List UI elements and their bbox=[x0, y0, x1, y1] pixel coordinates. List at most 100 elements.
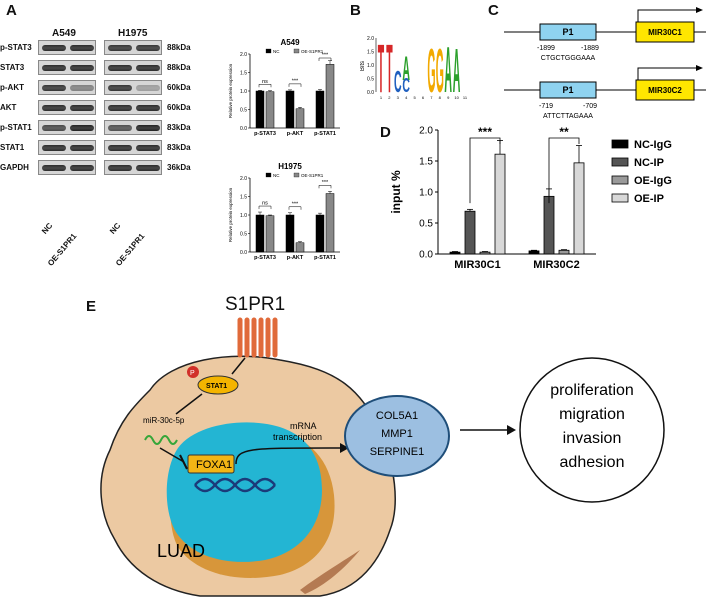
blot-band-a549-6-1 bbox=[70, 165, 94, 171]
motif-letter: A bbox=[402, 50, 410, 88]
bar bbox=[464, 210, 476, 255]
blot-band-a549-4-0 bbox=[42, 125, 66, 131]
y-tick-label: 1.5 bbox=[240, 194, 247, 200]
significance-bracket bbox=[548, 137, 580, 204]
outcomes-node bbox=[519, 357, 665, 503]
blot-band-h1975-5-0 bbox=[108, 145, 132, 151]
y-tick-label: 1.5 bbox=[240, 70, 247, 76]
panel-letter-d: D bbox=[380, 124, 391, 141]
s1pr1-receptor-icon bbox=[237, 317, 278, 358]
blot-band-a549-6-0 bbox=[42, 165, 66, 171]
x-tick-label: MIR30C2 bbox=[533, 259, 579, 271]
position-label: 1 bbox=[380, 95, 383, 100]
y-axis-label: input % bbox=[389, 170, 403, 214]
size-label-1: 88kDa bbox=[167, 63, 191, 72]
significance-label: ** bbox=[559, 125, 569, 139]
x-tick-label: p-AKT bbox=[287, 255, 304, 261]
y-tick-label: 1.0 bbox=[240, 213, 247, 219]
p1-label: P1 bbox=[562, 27, 573, 37]
chart-title: H1975 bbox=[278, 162, 302, 171]
x-tick-label: p-STAT1 bbox=[314, 255, 336, 261]
position-label: 9 bbox=[447, 95, 450, 100]
transcription-label-1: mRNA bbox=[290, 421, 317, 431]
blot-band-h1975-1-1 bbox=[136, 65, 160, 71]
motif-letter: A bbox=[444, 33, 452, 102]
binding-sequence: CTGCTGGGAAA bbox=[541, 55, 596, 62]
cell-line-h1975-label: H1975 bbox=[118, 28, 148, 39]
transcription-arrowhead-icon bbox=[340, 443, 349, 453]
legend-swatch bbox=[611, 157, 629, 167]
binding-sequence: ATTCTTAGAAA bbox=[543, 113, 593, 120]
bar bbox=[295, 242, 305, 253]
p1-start: -1899 bbox=[537, 45, 555, 52]
blot-band-a549-0-1 bbox=[70, 45, 94, 51]
y-tick-label: 1.5 bbox=[367, 50, 374, 56]
x-tick-label: p-STAT1 bbox=[314, 131, 336, 137]
legend-swatch bbox=[293, 172, 300, 178]
stat1-to-mirna-arrow bbox=[175, 393, 203, 415]
blot-band-a549-3-1 bbox=[70, 105, 94, 111]
blot-band-a549-1-0 bbox=[42, 65, 66, 71]
panel-letter-c: C bbox=[488, 2, 499, 19]
blot-band-h1975-3-0 bbox=[108, 105, 132, 111]
blot-strip-a549-1 bbox=[38, 60, 96, 75]
position-label: 4 bbox=[405, 95, 408, 100]
position-label: 7 bbox=[430, 95, 433, 100]
blot-strip-a549-5 bbox=[38, 140, 96, 155]
blot-band-h1975-4-1 bbox=[136, 125, 160, 131]
bar bbox=[479, 251, 491, 255]
chart-title: A549 bbox=[280, 38, 300, 47]
blot-band-a549-2-0 bbox=[42, 85, 66, 91]
tss-arrowhead-icon bbox=[696, 65, 703, 71]
bar bbox=[494, 153, 506, 255]
phospho-icon bbox=[187, 366, 199, 378]
blot-band-a549-5-1 bbox=[70, 145, 94, 151]
receptor-to-stat1-arrow bbox=[231, 357, 246, 375]
legend-swatch bbox=[293, 48, 300, 54]
blot-strip-a549-6 bbox=[38, 160, 96, 175]
size-label-2: 60kDa bbox=[167, 83, 191, 92]
bar bbox=[315, 214, 325, 253]
blot-band-h1975-1-0 bbox=[108, 65, 132, 71]
blot-band-h1975-2-1 bbox=[136, 85, 160, 91]
legend-label: NC bbox=[273, 173, 280, 178]
stat1-label: STAT1 bbox=[206, 383, 227, 390]
target-gene-1: COL5A1 bbox=[376, 410, 418, 422]
inhibition-bar-icon bbox=[179, 454, 188, 470]
blot-band-a549-2-1 bbox=[70, 85, 94, 91]
position-label: 10 bbox=[454, 95, 459, 100]
bar bbox=[285, 90, 295, 129]
outcome-4: adhesion bbox=[560, 454, 625, 471]
significance-bracket bbox=[469, 137, 501, 204]
blot-band-a549-0-0 bbox=[42, 45, 66, 51]
protein-label-5: STAT1 bbox=[0, 143, 25, 152]
legend-label: OE-IP bbox=[634, 193, 664, 205]
blot-strip-h1975-1 bbox=[104, 60, 162, 75]
tss-arrow bbox=[637, 67, 696, 80]
p1-end: -1889 bbox=[581, 45, 599, 52]
y-tick-label: 0.5 bbox=[240, 107, 247, 113]
stat1-node bbox=[197, 375, 239, 395]
bar bbox=[265, 215, 275, 253]
y-tick-label: 0.5 bbox=[240, 231, 247, 237]
blot-strip-h1975-0 bbox=[104, 40, 162, 55]
transcription-label-2: transcription bbox=[273, 432, 322, 442]
blot-strip-h1975-5 bbox=[104, 140, 162, 155]
significance-bracket bbox=[288, 83, 302, 87]
x-tick-label: p-STAT3 bbox=[254, 255, 276, 261]
x-tick-label: p-AKT bbox=[287, 131, 304, 137]
legend-label: OE-S1PR1 bbox=[301, 49, 324, 54]
outcome-3: invasion bbox=[563, 430, 622, 447]
target-gene-2: MMP1 bbox=[381, 428, 413, 440]
bar bbox=[558, 249, 570, 255]
mirna-icon bbox=[144, 435, 178, 445]
legend-label: OE-IgG bbox=[634, 175, 672, 187]
blot-strip-h1975-2 bbox=[104, 80, 162, 95]
gene-label: MIR30C1 bbox=[648, 28, 682, 37]
y-tick-label: 1.5 bbox=[419, 157, 433, 168]
legend-label: NC bbox=[273, 49, 280, 54]
blot-strip-h1975-4 bbox=[104, 120, 162, 135]
